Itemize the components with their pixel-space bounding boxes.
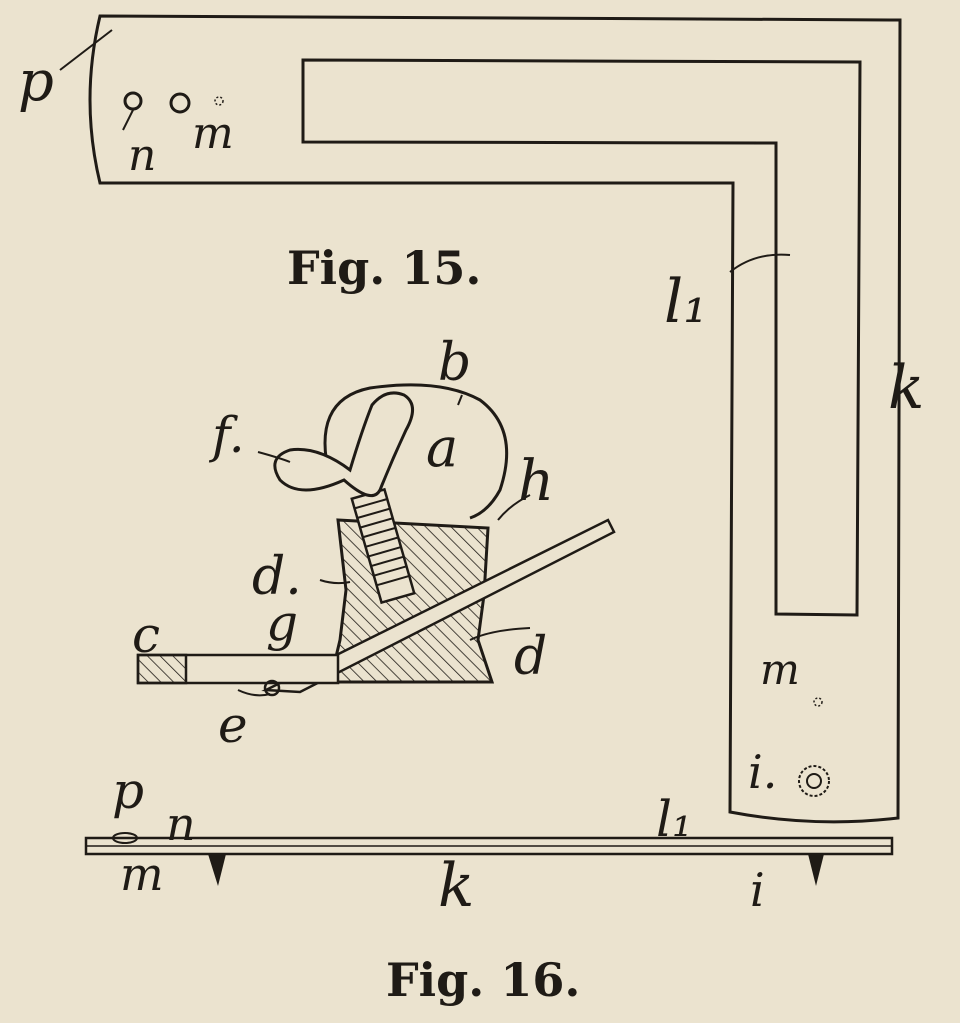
label-n-bottom: n bbox=[166, 797, 196, 851]
label-b: b bbox=[438, 333, 471, 393]
label-m: m bbox=[192, 108, 234, 159]
leader-b bbox=[457, 394, 463, 406]
fig16-diagram: p n m k l₁ i Fig. 16. bbox=[84, 762, 894, 1007]
tip-e-icon bbox=[263, 679, 281, 697]
label-h: h bbox=[518, 449, 554, 514]
blade-g bbox=[261, 518, 616, 694]
fig16-caption: Fig. 16. bbox=[386, 953, 580, 1007]
fig15-diagram: p n m l₁ k m i. Fig. 15. bbox=[18, 14, 924, 824]
leader-p bbox=[59, 29, 113, 71]
leader-h bbox=[497, 494, 531, 521]
label-m-right: m bbox=[760, 645, 800, 694]
label-l1-bottom: l₁ bbox=[656, 790, 692, 848]
pin-m-icon bbox=[208, 854, 226, 886]
fig15-caption: Fig. 15. bbox=[287, 241, 481, 295]
label-e: e bbox=[218, 696, 248, 754]
label-f: f. bbox=[208, 406, 245, 464]
l-plate-inner-slot bbox=[301, 58, 862, 617]
leader-d-lower bbox=[469, 627, 531, 641]
label-m-bottom: m bbox=[120, 847, 164, 901]
clamp-mechanism: f. b a h d. g c d e bbox=[132, 333, 616, 754]
leader-l1 bbox=[729, 253, 791, 273]
label-n: n bbox=[128, 130, 156, 181]
label-a: a bbox=[426, 416, 458, 479]
label-d-lower: d bbox=[514, 627, 547, 687]
label-p: p bbox=[18, 49, 54, 114]
pin-i-icon bbox=[808, 854, 824, 886]
hole-i-inner-icon bbox=[806, 773, 822, 789]
hole-o-icon bbox=[123, 91, 143, 111]
leader-f bbox=[257, 451, 291, 463]
label-k: k bbox=[888, 353, 924, 423]
label-i: i. bbox=[748, 745, 777, 799]
label-i-bottom: i bbox=[750, 863, 765, 917]
hole-i-outer-icon bbox=[798, 765, 830, 797]
base-c-hatched bbox=[136, 653, 188, 685]
leader-e bbox=[237, 689, 271, 697]
wing-nut-f bbox=[273, 391, 414, 498]
label-p-bottom: p bbox=[112, 762, 144, 820]
hinge-p-icon bbox=[112, 832, 138, 844]
leader-d-upper bbox=[319, 579, 351, 585]
l-plate-outline bbox=[88, 14, 902, 824]
label-c: c bbox=[132, 606, 160, 664]
label-l1: l₁ bbox=[664, 267, 707, 337]
leader-n bbox=[122, 109, 134, 131]
label-g: g bbox=[266, 594, 298, 652]
rivet-m-icon bbox=[214, 96, 224, 106]
label-d-upper: d. bbox=[252, 547, 302, 607]
hole-o2-icon bbox=[169, 92, 191, 114]
bow-b bbox=[323, 383, 509, 520]
label-k-bottom: k bbox=[438, 851, 474, 921]
rivet-m-right-icon bbox=[813, 697, 823, 707]
